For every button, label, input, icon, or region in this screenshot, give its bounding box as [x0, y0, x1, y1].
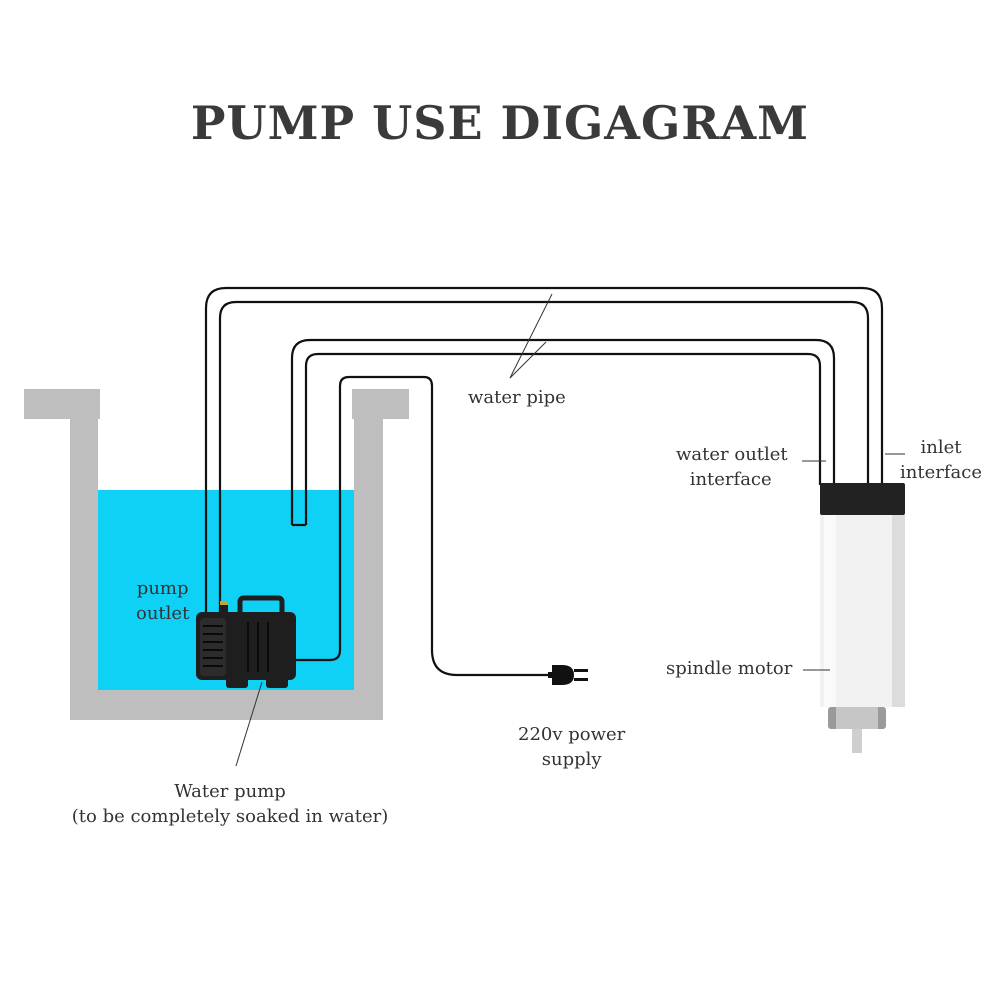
- label-pump-outlet: pump outlet: [136, 576, 189, 626]
- label-line: outlet: [136, 603, 190, 624]
- tank: [24, 389, 409, 720]
- water-pump-icon: [196, 595, 296, 688]
- power-plug-icon: [548, 665, 588, 685]
- label-power-supply: 220v power supply: [518, 722, 625, 772]
- diagram-title: PUMP USE DIGAGRAM: [190, 96, 810, 150]
- label-line: water outlet: [676, 444, 788, 465]
- label-line: pump: [136, 578, 189, 599]
- spindle-motor-icon: [820, 483, 905, 753]
- label-line: inlet: [920, 437, 962, 458]
- label-spindle-motor: spindle motor: [666, 658, 793, 679]
- label-line: interface: [900, 462, 982, 483]
- power-cable: [296, 375, 552, 677]
- label-line: interface: [689, 469, 772, 490]
- label-water-outlet-interface: water outlet interface: [676, 442, 788, 492]
- label-line: Water pump: [174, 781, 286, 802]
- label-line: (to be completely soaked in water): [71, 806, 389, 827]
- leader-lines: [235, 293, 905, 767]
- label-inlet-interface: inlet interface: [900, 435, 982, 485]
- label-line: 220v power: [518, 724, 626, 745]
- label-water-pipe: water pipe: [468, 387, 566, 408]
- label-line: supply: [541, 749, 602, 770]
- pipe-outlet-to-tank: [290, 338, 836, 527]
- pipe-pump-to-inlet: [204, 286, 884, 615]
- label-water-pump: Water pump (to be completely soaked in w…: [60, 779, 400, 829]
